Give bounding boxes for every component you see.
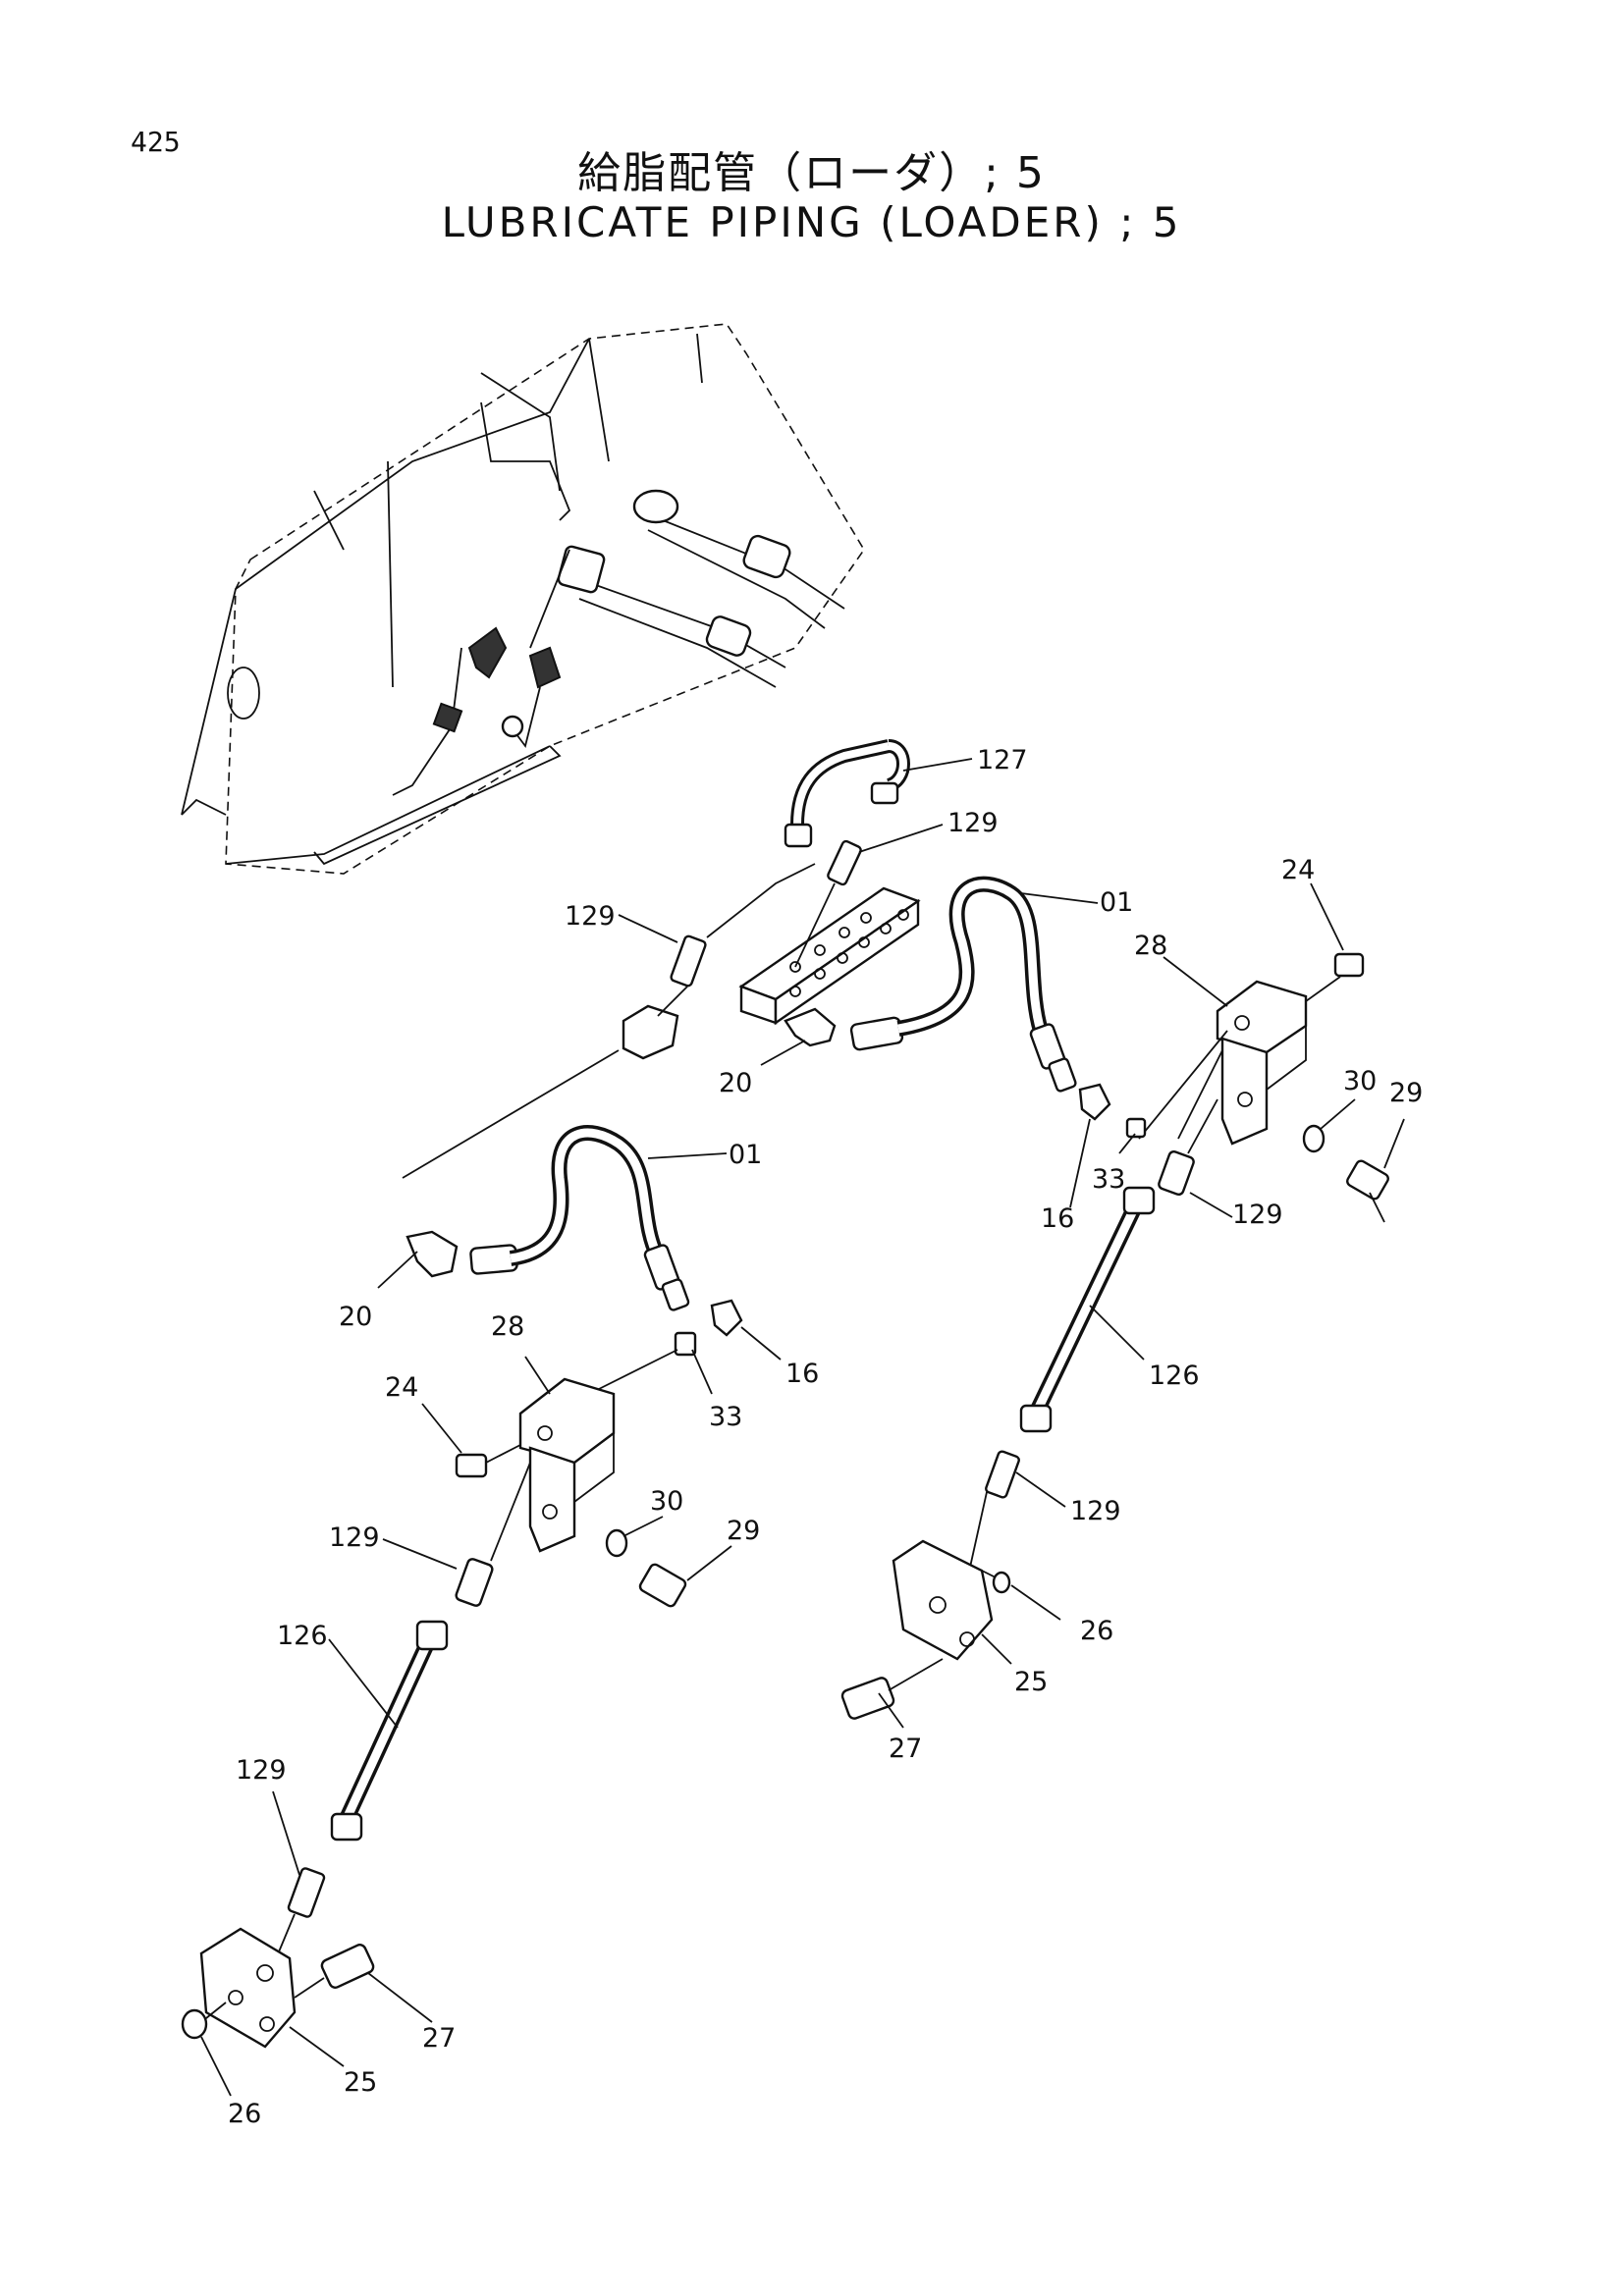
small-block [622,986,688,1060]
bolt-29-lower [638,1563,687,1608]
label-129: 129 [565,901,616,932]
label-126: 126 [1149,1361,1200,1391]
elbow-20-lower [406,1230,459,1278]
pipe-126-upper [1019,1186,1156,1433]
bolt-27-bottom [294,1944,375,1999]
bolt-27-mid-right [840,1658,944,1720]
label-126: 126 [277,1621,328,1651]
fitting-129-upper-right [1158,1098,1218,1197]
label-01: 01 [1100,887,1133,918]
label-129: 129 [329,1522,380,1553]
washer-30-lower [605,1528,628,1558]
block-28-lower [490,1377,616,1562]
label-30: 30 [1343,1066,1377,1096]
label-28: 28 [491,1311,524,1342]
bolt-29-upper [1346,1159,1389,1223]
label-26: 26 [228,2099,261,2129]
label-25: 25 [344,2067,377,2098]
fitting-129-top [827,839,862,886]
label-129: 129 [1232,1200,1283,1230]
label-24: 24 [1281,855,1315,885]
hose-01-lower [469,1125,690,1311]
label-20: 20 [339,1302,372,1332]
elbow-16-lower [710,1299,743,1337]
title-english: LUBRICATE PIPING (LOADER) ; 5 [441,198,1182,246]
label-27: 27 [889,1734,922,1764]
label-129: 129 [236,1755,287,1786]
label-01: 01 [729,1140,762,1170]
label-129: 129 [1070,1496,1121,1526]
label-30: 30 [650,1486,683,1517]
plug-24-upper [1305,952,1365,1002]
label-29: 29 [727,1516,760,1546]
washer-26-bottom [181,2008,208,2040]
fitting-129-left [670,863,816,988]
label-25: 25 [1014,1667,1048,1697]
label-27: 27 [422,2023,456,2054]
hose-01-upper [849,876,1077,1093]
page-number: 425 [131,126,181,158]
loader-bucket-illustration [181,323,865,875]
fitting-129-lower [455,1558,494,1607]
block-25-bottom [199,1927,297,2049]
label-127: 127 [977,745,1028,775]
washer-30-upper [1302,1124,1325,1153]
label-16: 16 [1041,1203,1074,1234]
grease-manifold-block [738,882,921,1026]
leader-lines [200,758,1405,2097]
elbow-16-upper [1078,1083,1111,1121]
label-129: 129 [947,808,999,838]
label-16: 16 [785,1359,819,1389]
label-24: 24 [385,1372,418,1403]
label-28: 28 [1134,931,1167,961]
label-26: 26 [1080,1616,1113,1646]
part-number-labels: 127 129 129 01 24 28 20 30 29 16 33 129 … [228,745,1423,2129]
label-33: 33 [1092,1164,1125,1195]
fitting-129-mid-right [966,1450,1020,1581]
block-28-upper [1138,980,1308,1146]
pipe-127 [784,739,910,848]
elbow-20-upper [784,1007,837,1047]
label-33: 33 [709,1402,742,1432]
title-japanese: 給脂配管（ローダ）; 5 [577,148,1046,198]
block-25-mid-right [892,1539,1011,1661]
label-29: 29 [1389,1078,1423,1108]
pipe-126-lower [330,1620,449,1842]
fitting-33-upper [1125,1117,1147,1139]
fitting-33-lower [598,1331,697,1390]
label-20: 20 [719,1068,752,1098]
plug-24-lower [455,1444,521,1478]
